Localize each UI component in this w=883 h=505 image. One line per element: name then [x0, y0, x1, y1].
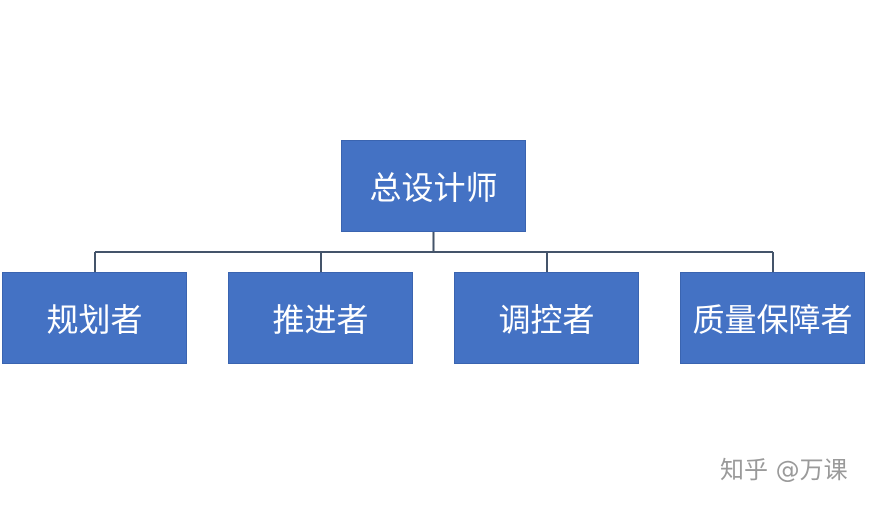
watermark-text: 知乎 @万课	[720, 456, 848, 484]
child-node-label: 规划者	[46, 301, 143, 339]
child-node-label: 推进者	[272, 301, 369, 339]
root-node-label: 总设计师	[369, 169, 498, 207]
child-node-planner: 规划者	[2, 272, 187, 364]
child-node-quality-assurer: 质量保障者	[680, 272, 865, 364]
watermark: 知乎 @万课	[720, 450, 848, 485]
root-node-chief-designer: 总设计师	[341, 140, 526, 232]
child-node-label: 质量保障者	[692, 301, 853, 339]
child-node-controller: 调控者	[454, 272, 639, 364]
child-node-label: 调控者	[498, 301, 595, 339]
child-node-driver: 推进者	[228, 272, 413, 364]
